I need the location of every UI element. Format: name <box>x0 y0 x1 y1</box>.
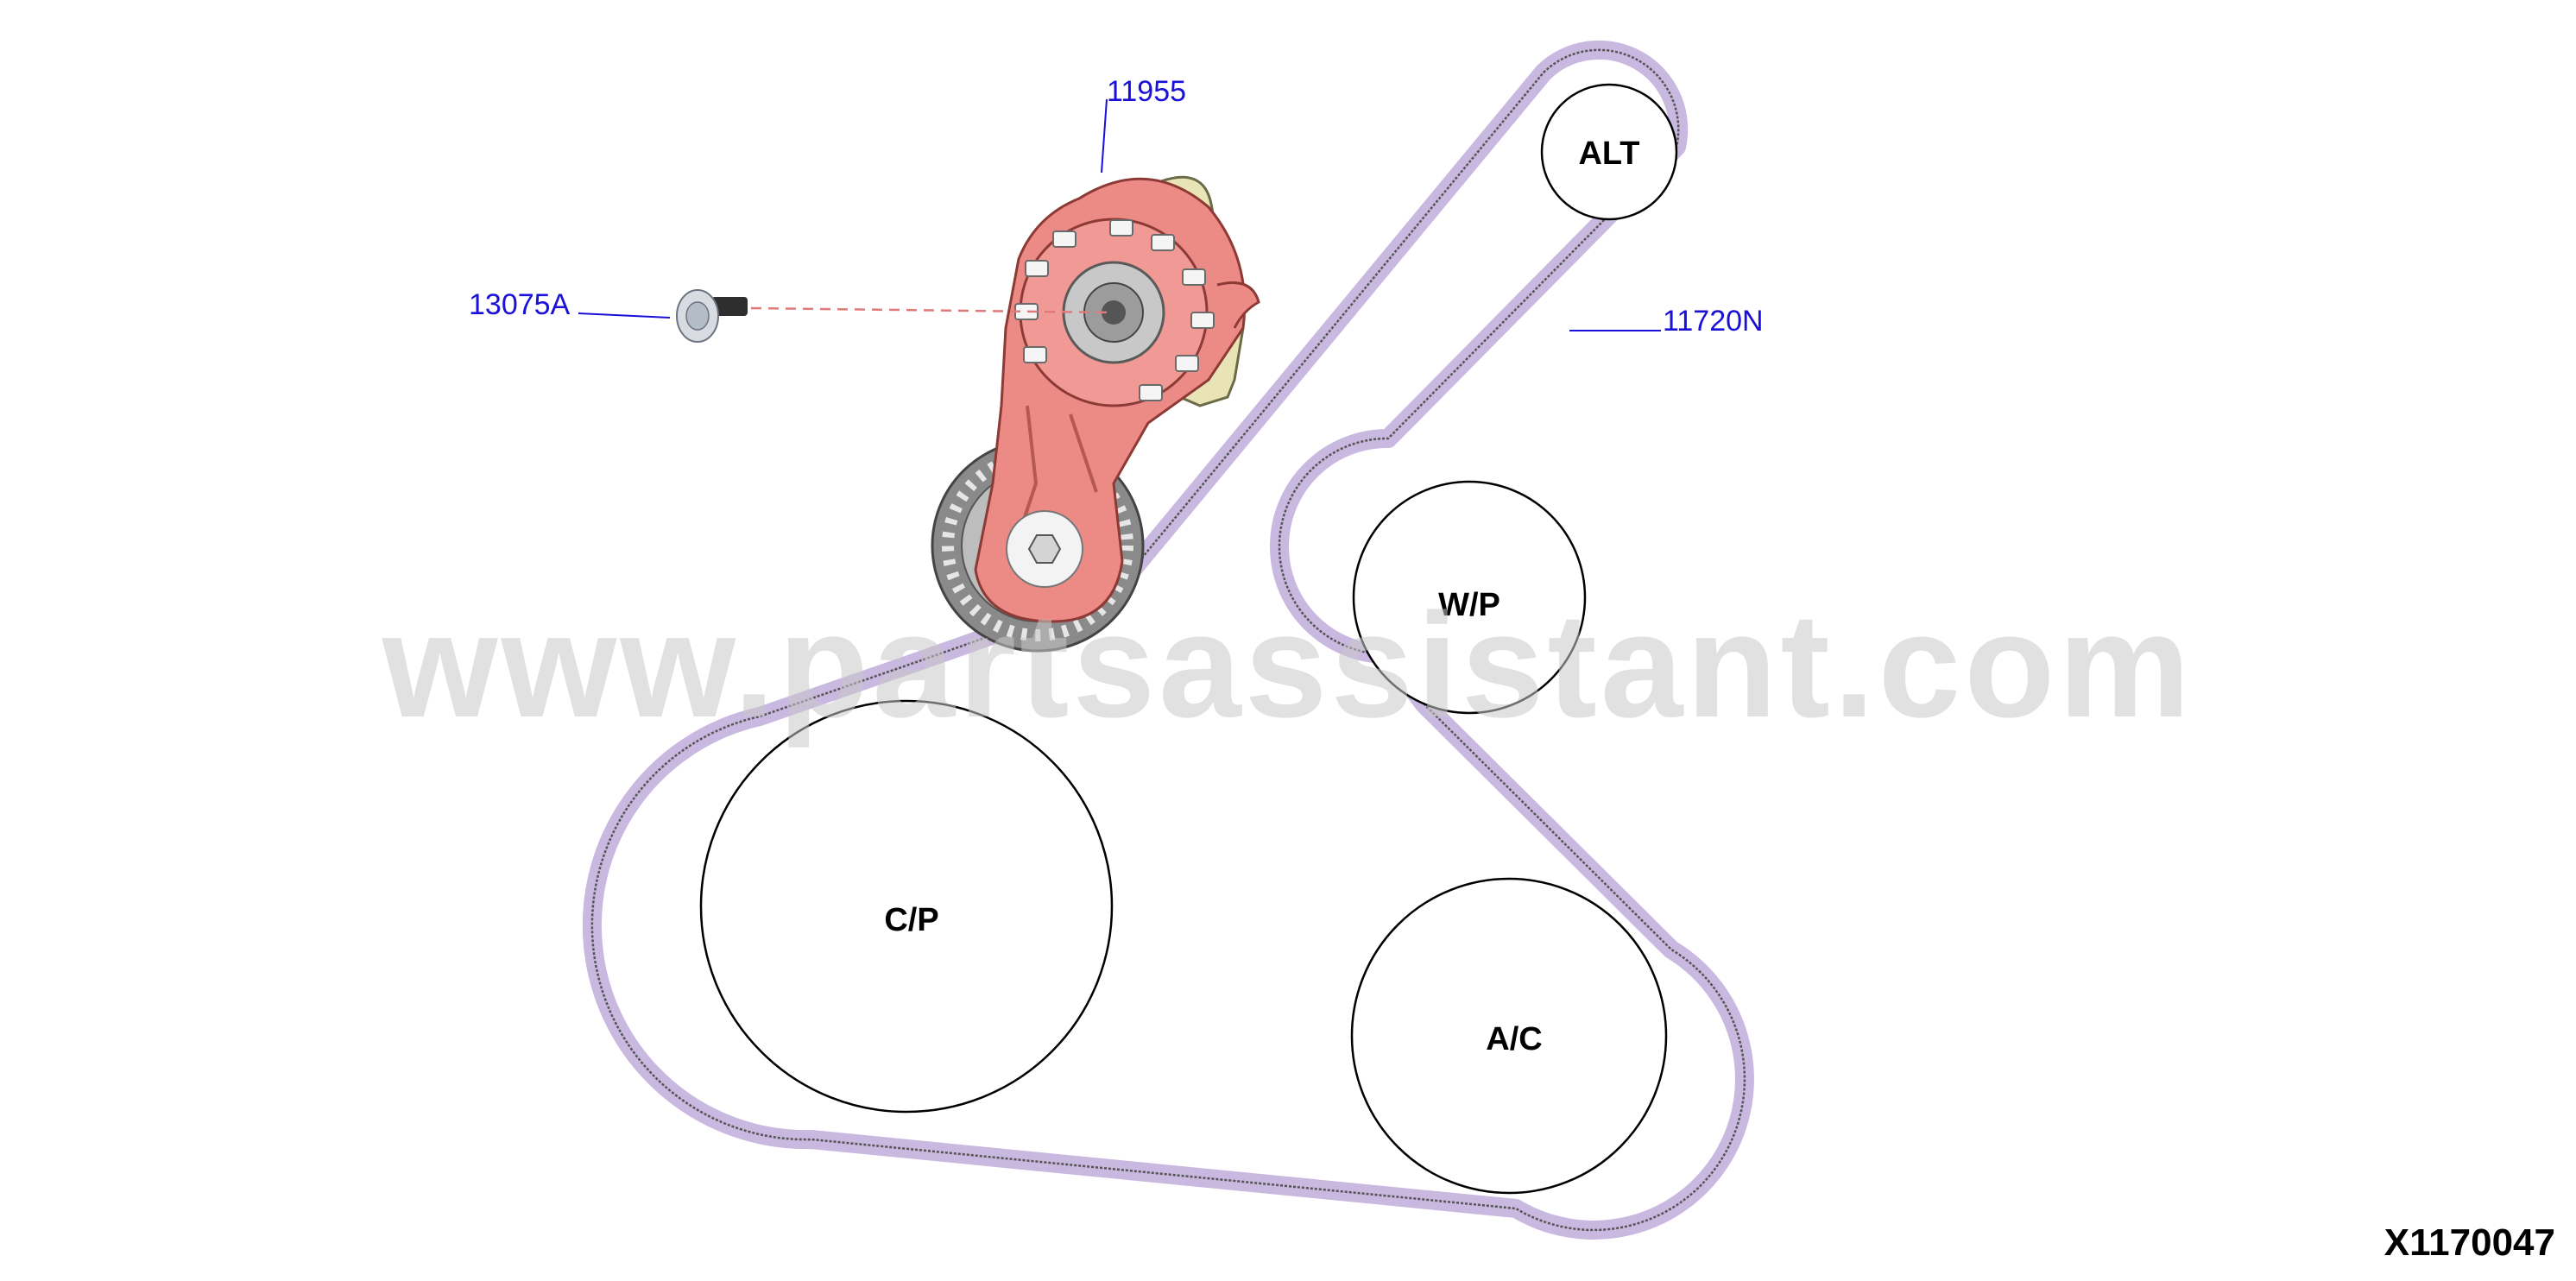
bolt-alignment-line <box>750 306 1113 314</box>
figure-id: X1170047 <box>2384 1221 2555 1264</box>
crankshaft-label: C/P <box>884 902 938 938</box>
callout-belt-label: 11720N <box>1663 305 1764 338</box>
tensioner-spring-windows <box>1014 219 1215 401</box>
alternator-pulley: ALT <box>1540 83 1678 221</box>
water-pump-pulley: W/P <box>1352 480 1587 715</box>
ac-compressor-pulley: A/C <box>1350 877 1668 1195</box>
alternator-label: ALT <box>1578 136 1639 172</box>
drive-belt <box>582 40 1754 1240</box>
tensioner-assembly <box>931 175 1260 653</box>
website-watermark: www.partsassistant.com <box>382 583 2194 748</box>
callout-bolt-label: 13075A <box>469 288 571 321</box>
callout-tensioner: 11955 <box>1101 75 1186 174</box>
callout-tensioner-label: 11955 <box>1107 75 1186 108</box>
callout-belt: 11720N <box>1569 305 1764 338</box>
ac-compressor-label: A/C <box>1486 1021 1542 1057</box>
tensioner-pulley-bolt <box>1006 510 1083 588</box>
water-pump-label: W/P <box>1438 587 1500 623</box>
crankshaft-pulley: C/P <box>699 699 1114 1114</box>
tensioner-mounting-bolt <box>676 289 748 343</box>
callout-bolt: 13075A <box>469 288 671 321</box>
